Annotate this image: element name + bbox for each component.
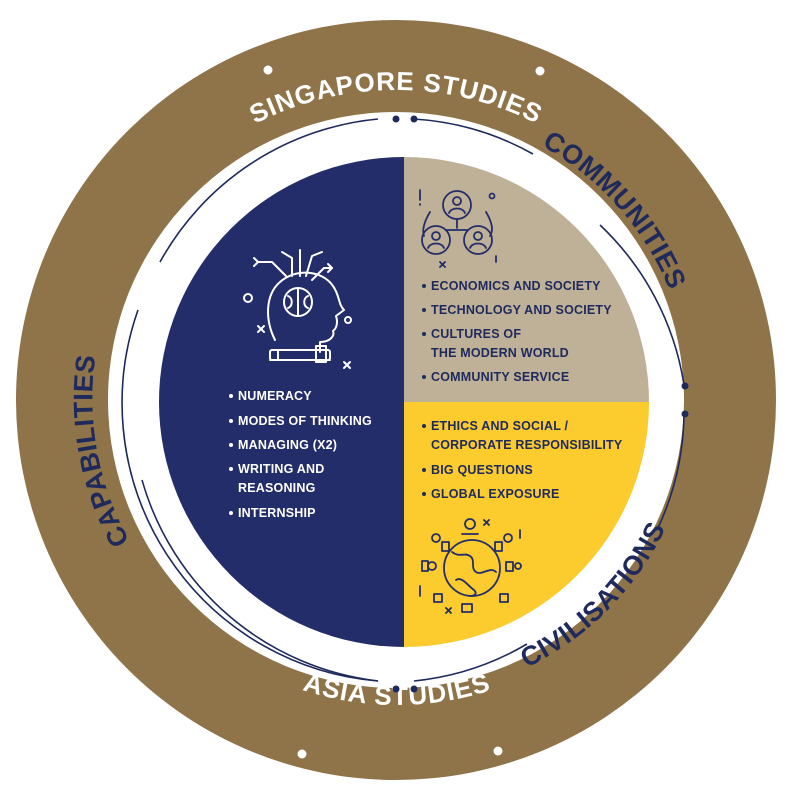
guide-arcs (121, 118, 685, 682)
ring-dot-bottom-right (493, 746, 503, 756)
capabilities-item: NUMERACY (238, 389, 312, 403)
communities-list: ECONOMICS AND SOCIETY TECHNOLOGY AND SOC… (422, 279, 612, 384)
civilisations-item: ETHICS AND SOCIAL / (431, 419, 568, 433)
capabilities-item: MANAGING (X2) (238, 438, 337, 452)
ring-dot-bottom-left (297, 749, 307, 759)
capabilities-item: WRITING AND (238, 462, 324, 476)
civilisations-item: GLOBAL EXPOSURE (431, 487, 559, 501)
civilisations-list: ETHICS AND SOCIAL / CORPORATE RESPONSIBI… (422, 419, 623, 501)
communities-item: ECONOMICS AND SOCIETY (431, 279, 601, 293)
communities-item: COMMUNITY SERVICE (431, 370, 569, 384)
people-network-icon (419, 189, 497, 268)
capabilities-item: MODES OF THINKING (238, 414, 372, 428)
globe-people-icon (419, 518, 522, 614)
communities-item: CULTURES OF (431, 327, 521, 341)
ring-dot-top-left (263, 65, 273, 75)
capabilities-item: INTERNSHIP (238, 506, 316, 520)
brain-head-book-icon (243, 249, 352, 369)
capabilities-list: NUMERACY MODES OF THINKING MANAGING (X2)… (229, 389, 372, 520)
capabilities-item-continued: REASONING (238, 481, 316, 495)
civilisations-segment (404, 402, 649, 647)
civilisations-item-continued: CORPORATE RESPONSIBILITY (431, 438, 623, 452)
communities-item: TECHNOLOGY AND SOCIETY (431, 303, 612, 317)
guide-arc-dots (392, 115, 689, 693)
communities-segment (404, 157, 649, 402)
communities-item-continued: THE MODERN WORLD (431, 346, 569, 360)
civilisations-item: BIG QUESTIONS (431, 463, 533, 477)
ring-dot-top-right (535, 66, 545, 76)
capabilities-segment (159, 157, 404, 647)
